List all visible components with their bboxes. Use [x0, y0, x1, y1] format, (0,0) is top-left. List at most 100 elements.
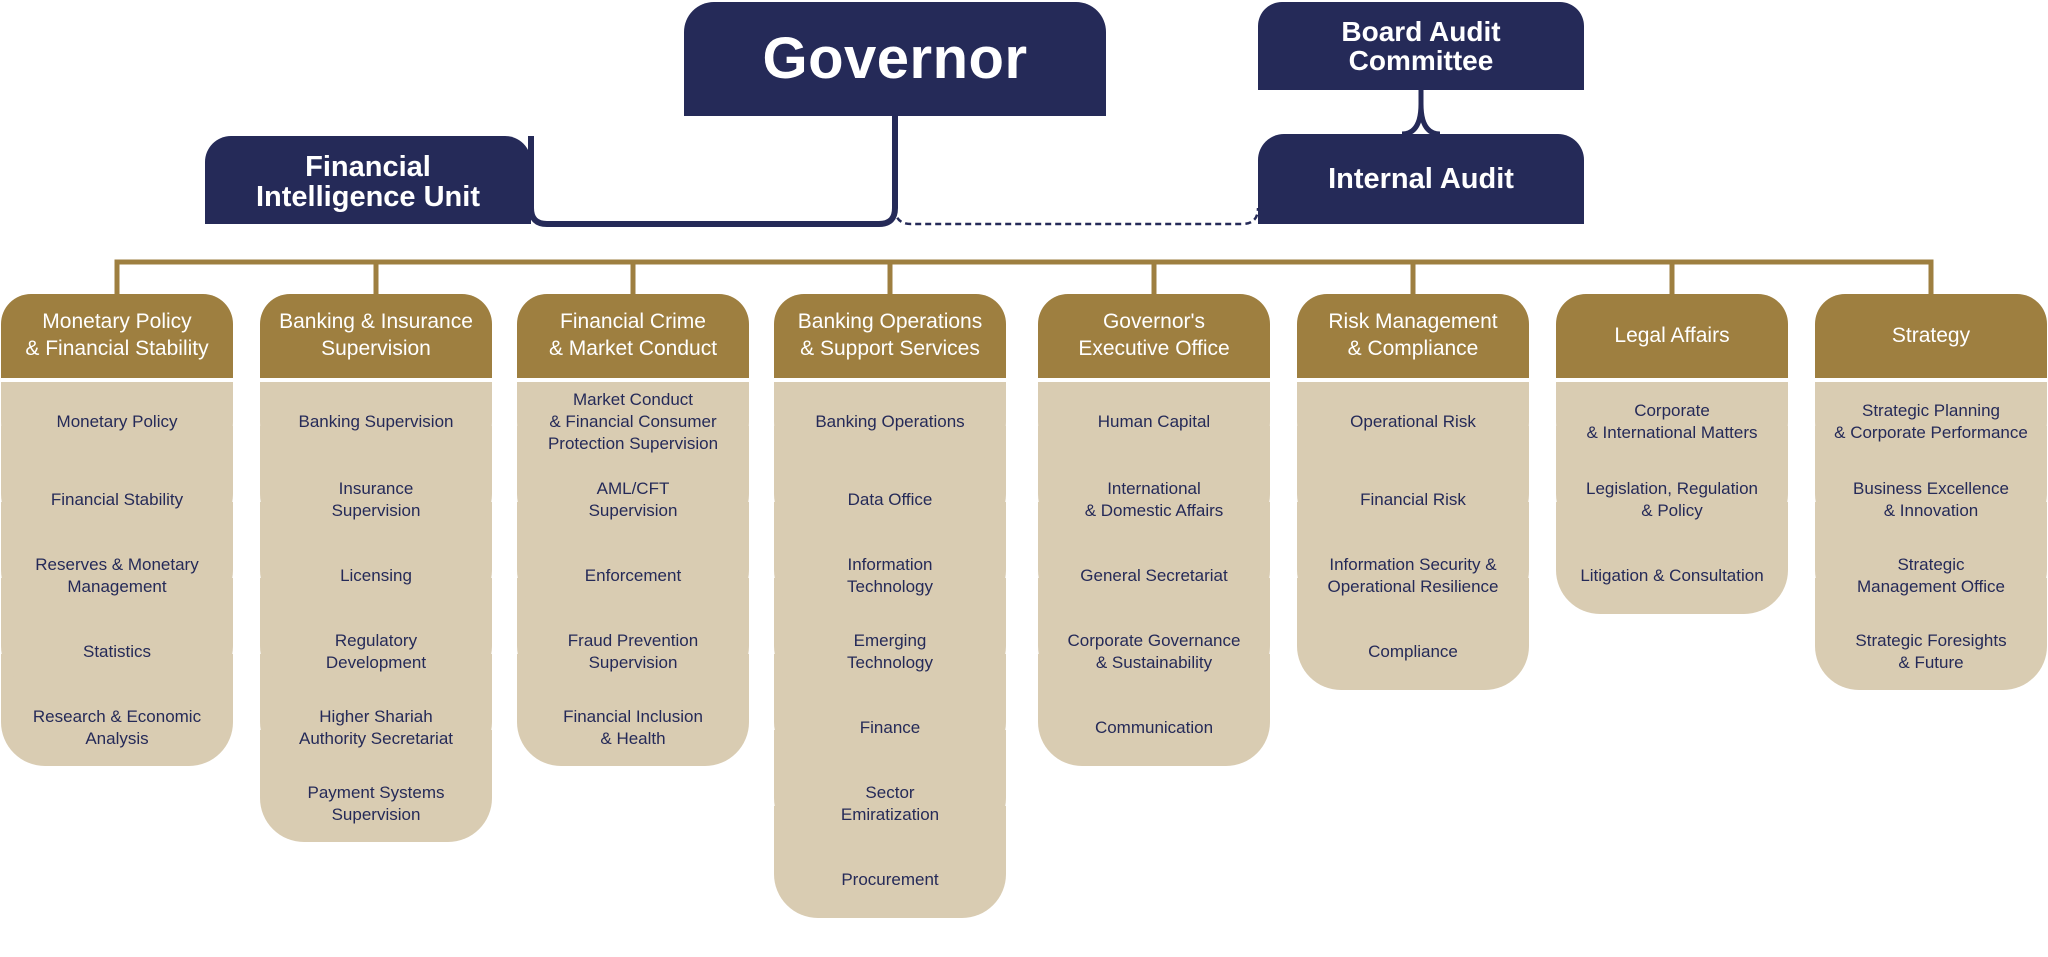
unit-label: Finance [780, 690, 1000, 766]
department-title-line: Executive Office [1078, 337, 1230, 360]
unit-label: Monetary Policy [7, 382, 227, 462]
unit-label-line: & Future [1898, 653, 1964, 672]
unit-label-line: Communication [1094, 717, 1214, 737]
unit-label-line: International [1107, 478, 1201, 498]
governor-box: Governor [684, 2, 1106, 116]
unit-card: Banking Supervision [260, 382, 492, 462]
unit-label-line: Strategic [1897, 554, 1965, 574]
department-title-line: Banking Operations [797, 310, 983, 334]
department-header: Monetary Policy& Financial Stability [1, 294, 233, 382]
unit-label-line: AML/CFT [596, 478, 670, 498]
unit-label-line: Financial Risk [1360, 489, 1466, 509]
unit-label-line: Technology [846, 653, 933, 672]
department-title-line: & Support Services [800, 337, 980, 360]
department-title-line: & Compliance [1347, 337, 1479, 360]
unit-label-line: Management Office [1856, 577, 2006, 596]
unit-label-line: Research & Economic [32, 706, 202, 726]
unit-label: Information Security &Operational Resili… [1303, 538, 1523, 614]
unit-label: Strategic Foresights& Future [1821, 614, 2041, 690]
department-title-line: & Market Conduct [548, 337, 718, 360]
unit-label-line: Regulatory [334, 630, 418, 650]
department-title-line: & Financial Stability [25, 337, 209, 360]
unit-label: Financial Inclusion & Health [523, 690, 743, 766]
unit-label-line: Statistics [82, 641, 152, 661]
unit-label-line: & Financial Consumer [549, 411, 717, 431]
board-audit-label-line-2: Committee [1348, 45, 1494, 76]
unit-label-line: Corporate Governance [1067, 630, 1241, 650]
unit-label-line: Higher Shariah [319, 706, 433, 726]
department-title-line: Financial Crime [560, 310, 706, 334]
unit-label-line: & Sustainability [1095, 653, 1213, 672]
unit-label-line: Procurement [841, 869, 939, 889]
unit-label-line: Development [325, 653, 427, 672]
internal-audit-label: Internal Audit [1328, 162, 1514, 195]
unit-label: Banking Supervision [266, 382, 486, 462]
unit-label: AML/CFT Supervision [523, 462, 743, 538]
unit-card: Banking Operations [774, 382, 1006, 462]
unit-label-line: Enforcement [584, 565, 682, 585]
unit-card: Corporate& International Matters [1556, 382, 1788, 462]
department-title-line: Legal Affairs [1614, 323, 1730, 347]
unit-label: Compliance [1303, 614, 1523, 690]
unit-label: Business Excellence& Innovation [1821, 462, 2041, 538]
unit-card: Operational Risk [1297, 382, 1529, 462]
department-title-line: Banking & Insurance [279, 310, 473, 334]
unit-label-line: General Secretariat [1080, 565, 1228, 585]
fiu-label-line-2: Intelligence Unit [256, 181, 480, 213]
unit-card: Strategic Planning& Corporate Performanc… [1815, 382, 2047, 462]
unit-label-line: & Corporate Performance [1834, 423, 2028, 442]
unit-label: Statistics [7, 614, 227, 690]
unit-label: Procurement [780, 842, 1000, 918]
unit-label: Financial Risk [1303, 462, 1523, 538]
unit-label: Licensing [266, 538, 486, 614]
unit-label: Legislation, Regulation& Policy [1562, 462, 1782, 538]
unit-label-line: Emiratization [840, 805, 940, 824]
department-header: Financial Crime & Market Conduct [517, 294, 749, 382]
unit-label-line: Financial Inclusion [563, 706, 703, 726]
department-title-line: Strategy [1891, 323, 1971, 347]
unit-label-line: Litigation & Consultation [1580, 565, 1764, 585]
unit-label-line: Banking Supervision [298, 411, 454, 431]
unit-label-line: & Policy [1641, 501, 1703, 520]
unit-label-line: & Health [600, 729, 666, 748]
unit-label-line: Supervision [588, 501, 678, 520]
unit-card: Monetary Policy [1, 382, 233, 462]
unit-label-line: Information [847, 554, 933, 574]
unit-label-line: Protection Supervision [547, 434, 719, 454]
department-header: Legal Affairs [1556, 294, 1788, 382]
unit-label-line: Monetary Policy [56, 411, 178, 431]
unit-label-line: Business Excellence [1853, 478, 2009, 498]
unit-label: International& Domestic Affairs [1044, 462, 1264, 538]
fiu-label-line-1: Financial [305, 150, 431, 183]
unit-label-line: Fraud Prevention [567, 630, 699, 650]
unit-label: Communication [1044, 690, 1264, 766]
board-audit-label-line-1: Board Audit [1341, 15, 1501, 47]
unit-label: Data Office [780, 462, 1000, 538]
unit-label-line: Management [67, 577, 167, 596]
department-title-line: Supervision [321, 337, 431, 360]
unit-label-line: Market Conduct [573, 389, 693, 409]
unit-label-line: Compliance [1368, 641, 1458, 661]
unit-label: Financial Stability [7, 462, 227, 538]
unit-label: Human Capital [1044, 382, 1264, 462]
unit-label: Corporate& International Matters [1562, 382, 1782, 462]
department-header: Banking Operations & Support Services [774, 294, 1006, 382]
